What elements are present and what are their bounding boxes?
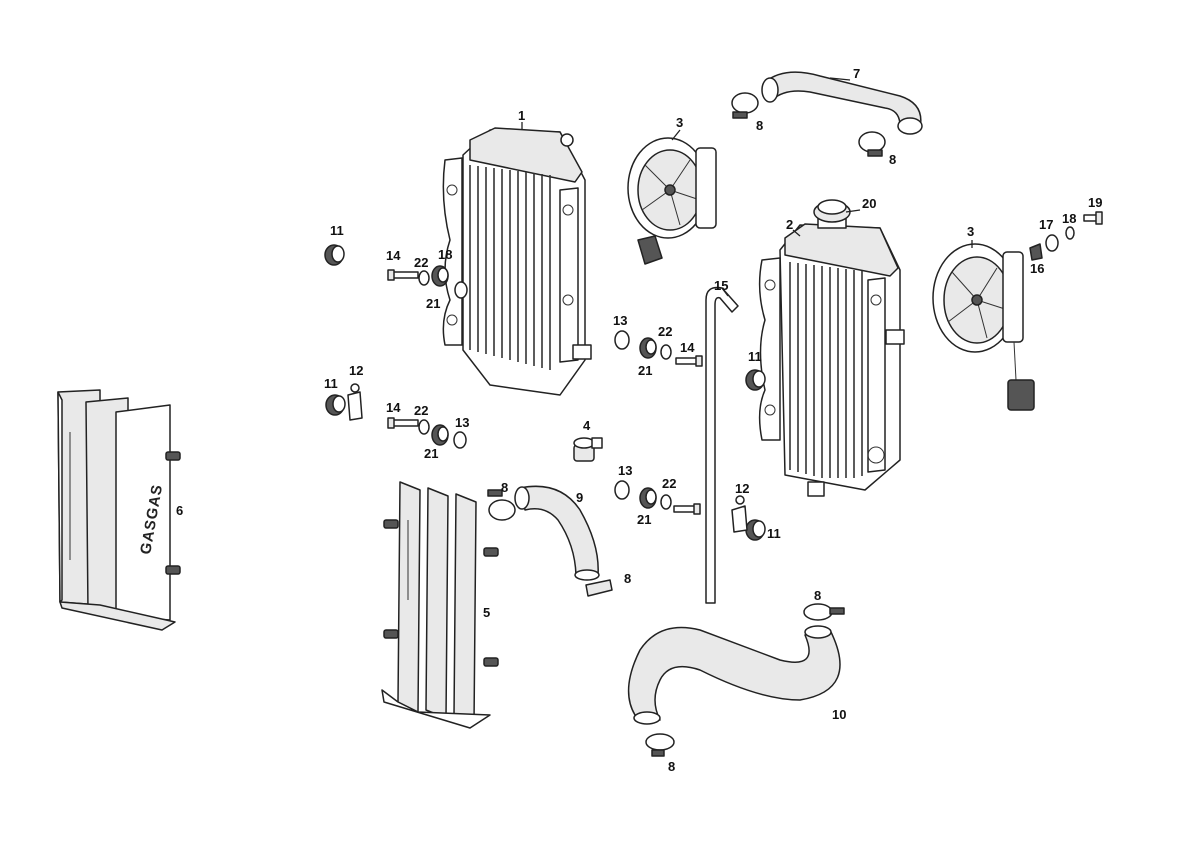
hose-lower xyxy=(627,625,841,725)
hose-15 xyxy=(705,286,739,604)
bolts xyxy=(387,211,1103,515)
radiator-left xyxy=(442,127,592,396)
callout-14: 14 xyxy=(386,248,401,263)
callout-14: 14 xyxy=(386,400,401,415)
callout-3: 3 xyxy=(967,224,974,239)
callout-11: 11 xyxy=(748,349,762,364)
washers-and-grommets xyxy=(418,226,1075,510)
radiator-guard-center xyxy=(381,481,499,729)
radiator-left-fins xyxy=(469,165,551,370)
callout-4: 4 xyxy=(583,418,591,433)
callout-14: 14 xyxy=(680,340,695,355)
callout-21: 21 xyxy=(638,363,652,378)
cooling-fan-left xyxy=(627,137,717,265)
callout-21: 21 xyxy=(426,296,440,311)
callout-7: 7 xyxy=(853,66,860,81)
callout-9: 9 xyxy=(576,490,583,505)
callout-18: 18 xyxy=(1062,211,1076,226)
hose-clamps xyxy=(487,92,886,757)
callout-21: 21 xyxy=(637,512,651,527)
callout-5: 5 xyxy=(483,605,490,620)
callout-19: 19 xyxy=(1088,195,1102,210)
callout-22: 22 xyxy=(414,255,428,270)
callout-13: 13 xyxy=(618,463,632,478)
callout-1: 1 xyxy=(518,108,525,123)
hose-upper xyxy=(761,71,923,135)
callout-labels: 1 2 3 3 4 5 6 7 8 8 8 8 8 8 9 10 11 11 1… xyxy=(176,66,1102,774)
callout-8: 8 xyxy=(756,118,763,133)
callout-16: 16 xyxy=(1030,261,1044,276)
brackets xyxy=(347,383,748,533)
callout-8: 8 xyxy=(624,571,631,586)
callout-15: 15 xyxy=(714,278,728,293)
callout-17: 17 xyxy=(1039,217,1053,232)
callout-12: 12 xyxy=(349,363,363,378)
callout-2: 2 xyxy=(786,217,793,232)
callout-11: 11 xyxy=(767,526,781,541)
callout-11: 11 xyxy=(324,376,338,391)
callout-20: 20 xyxy=(862,196,876,211)
callout-21: 21 xyxy=(424,446,438,461)
rubber-mounts xyxy=(324,244,766,541)
callout-22: 22 xyxy=(414,403,428,418)
callout-8: 8 xyxy=(668,759,675,774)
callout-8: 8 xyxy=(814,588,821,603)
callout-13: 13 xyxy=(613,313,627,328)
hose-9 xyxy=(514,485,600,581)
fitting-4 xyxy=(573,437,603,462)
leader-lines xyxy=(521,77,973,297)
callout-8: 8 xyxy=(501,480,508,495)
radiator-right-fins xyxy=(789,262,863,478)
cooling-fan-right xyxy=(932,243,1035,411)
callout-12: 12 xyxy=(735,481,749,496)
radiator-cap xyxy=(813,199,851,229)
callout-8: 8 xyxy=(889,152,896,167)
callout-11: 11 xyxy=(330,223,344,238)
callout-3: 3 xyxy=(676,115,683,130)
radiator-guard-left: GASGAS xyxy=(57,389,181,631)
callout-10: 10 xyxy=(832,707,846,722)
callout-13: 13 xyxy=(455,415,469,430)
callout-18: 18 xyxy=(438,247,452,262)
callout-22: 22 xyxy=(658,324,672,339)
callout-22: 22 xyxy=(662,476,676,491)
callout-6: 6 xyxy=(176,503,183,518)
radiator-right xyxy=(758,223,905,497)
